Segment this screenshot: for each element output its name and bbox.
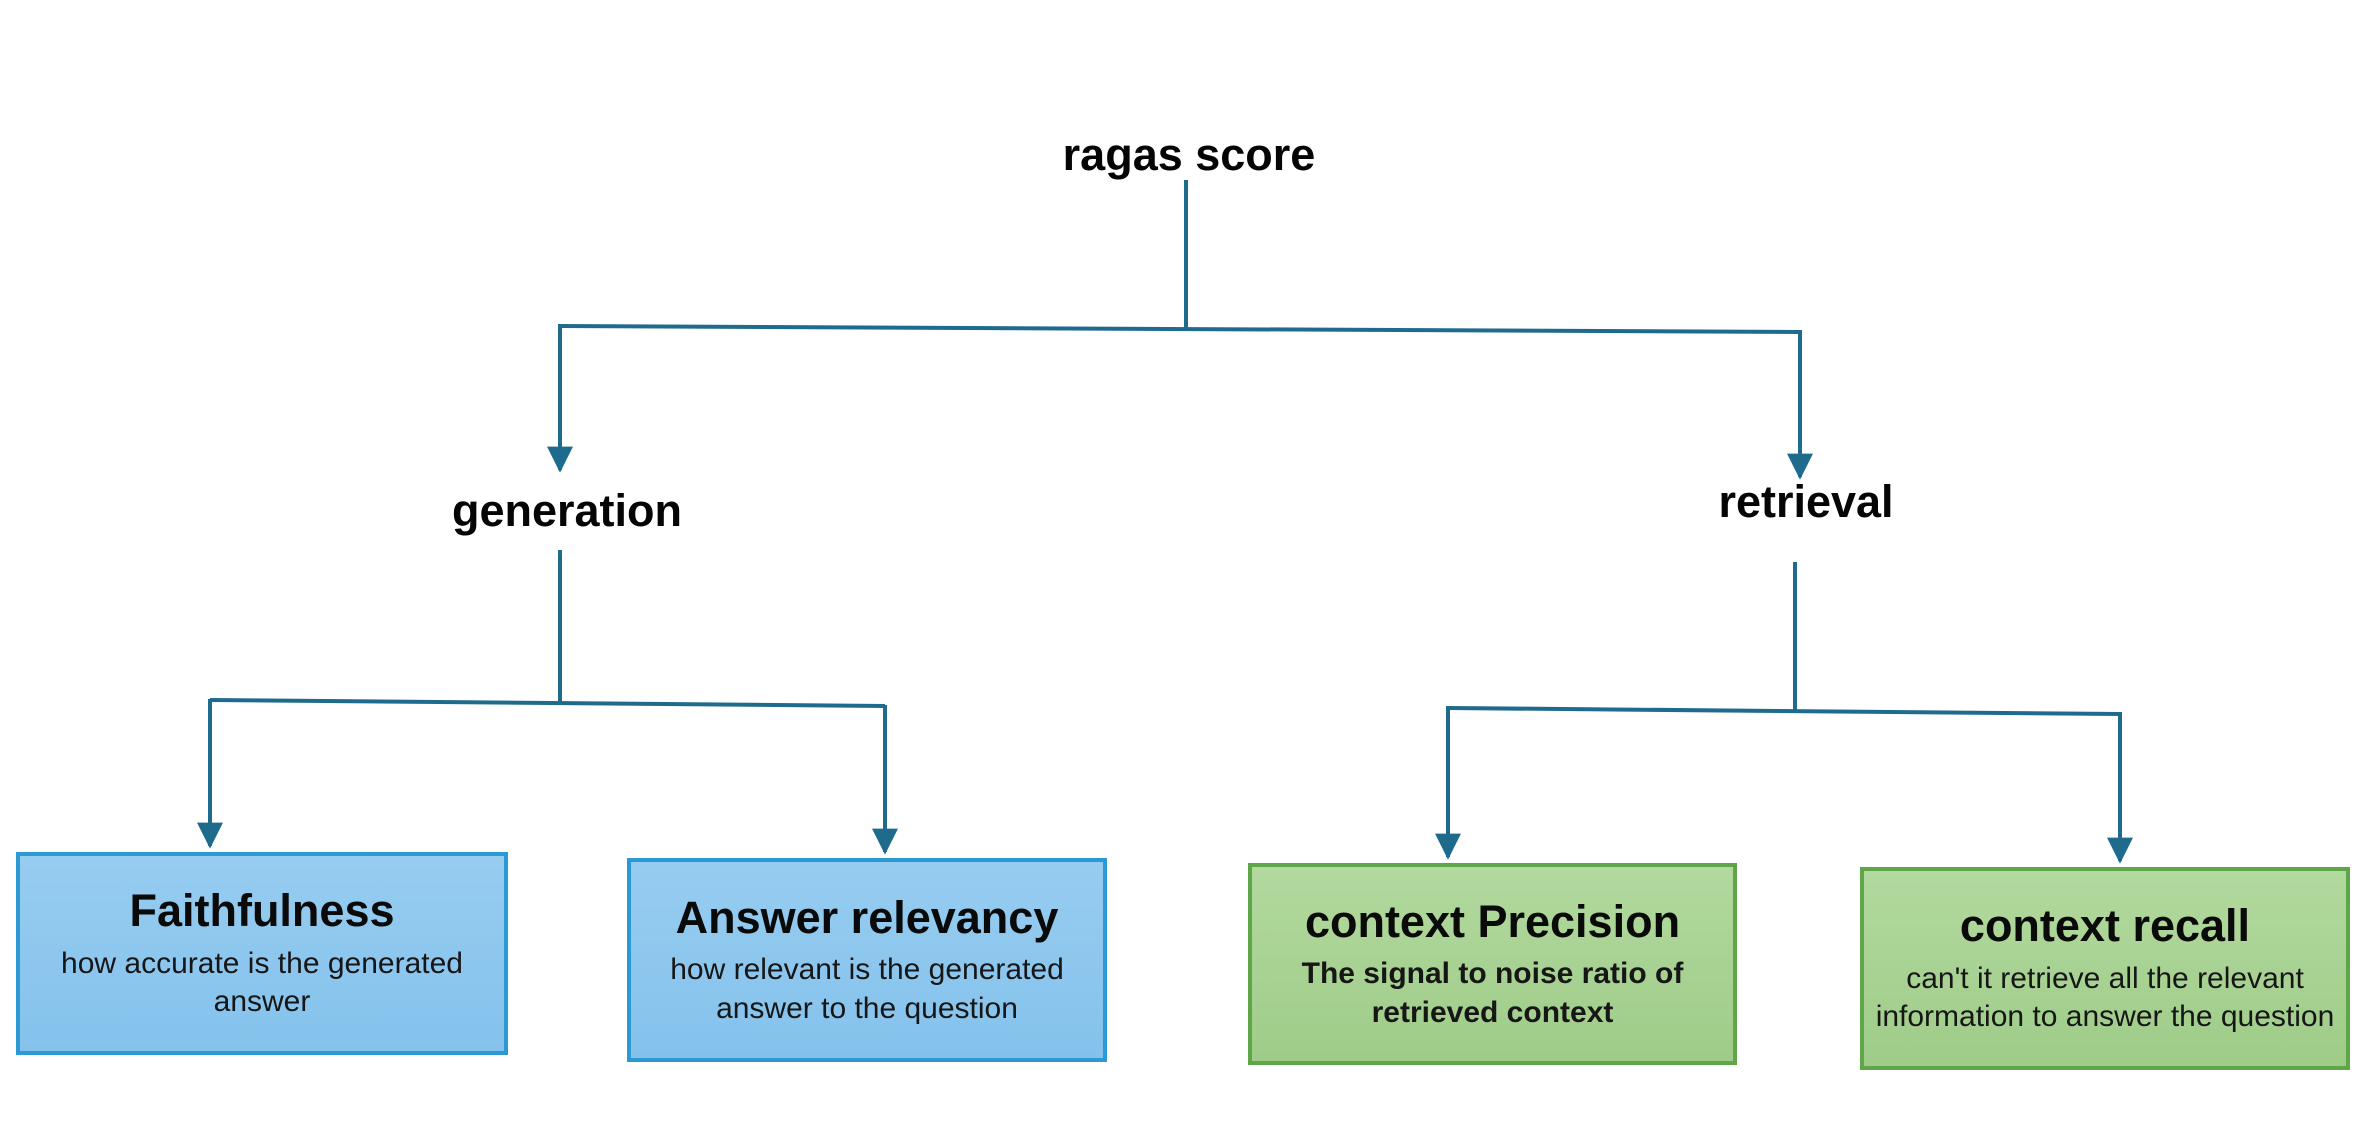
- metric-title: Answer relevancy: [675, 891, 1059, 943]
- branch-node-generation: generation: [451, 485, 683, 536]
- metric-description: how accurate is the generated answer: [61, 946, 463, 1019]
- metric-description: how relevant is the generated answer to …: [670, 953, 1064, 1025]
- generation-split-bar: [209, 698, 886, 708]
- metric-title: context Precision: [1304, 895, 1681, 947]
- metric-title: context recall: [1959, 900, 2251, 952]
- metric-description: The signal to noise ratio of retrieved c…: [1301, 957, 1684, 1029]
- metric-description: can't it retrieve all the relevant infor…: [1875, 961, 2335, 1034]
- metric-box-faithfulness: Faithfulness how accurate is the generat…: [16, 852, 508, 1055]
- branch-node-retrieval: retrieval: [1718, 476, 1894, 527]
- retrieval-split-bar: [1447, 706, 2121, 716]
- root-node-label: ragas score: [1062, 129, 1316, 180]
- top-split-bar: [559, 324, 1801, 334]
- metric-title: Faithfulness: [129, 885, 395, 937]
- metric-box-context-recall: context recall can't it retrieve all the…: [1860, 867, 2350, 1070]
- metric-box-context-precision: context Precision The signal to noise ra…: [1248, 863, 1737, 1065]
- metric-box-answer-relevancy: Answer relevancy how relevant is the gen…: [627, 858, 1107, 1062]
